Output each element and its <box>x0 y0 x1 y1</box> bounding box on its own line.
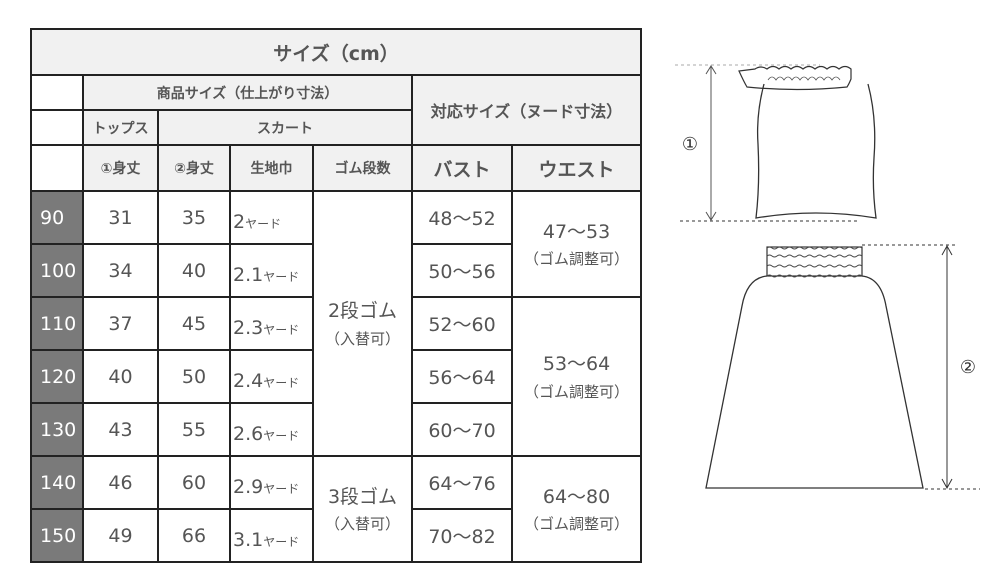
fabric-width-cell: 2ヤード <box>229 190 314 245</box>
bust-cell: 52〜60 <box>411 296 513 351</box>
rubber-group-cell: 2段ゴム （入替可） <box>312 190 413 457</box>
table-row: 110 37 45 2.3ヤード 52〜60 53〜64 （ゴム調整可） <box>30 296 643 457</box>
tops-length-cell: 43 <box>82 402 159 457</box>
waist-main: 64〜80 <box>542 485 611 508</box>
tops-length-cell: 31 <box>82 190 159 245</box>
waist-group-cell: 47〜53 （ゴム調整可） <box>510 190 643 298</box>
size-cell: 150 <box>30 508 84 563</box>
waist-main: 47〜53 <box>542 220 611 243</box>
skirt-length-cell: 60 <box>157 455 231 510</box>
skirt-length-cell: 40 <box>157 243 231 298</box>
bust-cell: 50〜56 <box>411 243 513 298</box>
table-row: 120 40 50 2.4ヤード 56〜64 <box>30 349 641 404</box>
fabric-number: 2 <box>233 210 246 233</box>
fabric-number: 2.1 <box>233 263 264 286</box>
fabric-unit: ヤード <box>263 534 300 549</box>
bust-cell: 70〜82 <box>411 508 513 563</box>
table-title: サイズ（cm） <box>29 28 643 76</box>
waist-header: ウエスト <box>510 144 643 192</box>
fabric-number: 2.6 <box>233 422 264 445</box>
nude-size-header: 対応サイズ（ヌード寸法） <box>410 74 643 146</box>
skirt-length-cell: 50 <box>157 349 231 404</box>
fabric-unit: ヤード <box>263 481 300 496</box>
size-cell: 140 <box>30 455 84 510</box>
table-row: 150 49 66 3.1ヤード 70〜82 <box>30 508 641 563</box>
fabric-width-cell: 2.1ヤード <box>229 243 314 298</box>
bust-cell: 60〜70 <box>411 402 513 457</box>
fabric-width-cell: 2.6ヤード <box>229 402 314 457</box>
tops-length-cell: 49 <box>82 508 159 563</box>
tops-length-cell: 40 <box>82 349 159 404</box>
size-cell: 130 <box>30 402 84 457</box>
skirt-length-cell: 55 <box>157 402 231 457</box>
tops-length-cell: 46 <box>82 455 159 510</box>
waist-group-cell: 53〜64 （ゴム調整可） <box>510 296 643 457</box>
tops-length-cell: 37 <box>82 296 159 351</box>
size-cell: 100 <box>30 243 84 298</box>
bust-cell: 48〜52 <box>411 190 513 245</box>
rubber-main: 2段ゴム <box>327 300 398 323</box>
rubber-sub: （入替可） <box>324 515 400 534</box>
fabric-width-cell: 3.1ヤード <box>229 508 314 563</box>
table-row: 140 46 60 2.9ヤード 3段ゴム （入替可） 64〜76 64〜80 … <box>30 455 643 563</box>
skirt-length-header: ②身丈 <box>157 144 231 192</box>
tops-length-label: ① <box>682 134 698 155</box>
fabric-width-header: 生地巾 <box>229 144 314 192</box>
bust-header: バスト <box>411 144 513 192</box>
tops-header: トップス <box>82 109 159 146</box>
fabric-unit: ヤード <box>263 322 300 337</box>
skirt-length-cell: 35 <box>157 190 231 245</box>
size-cell: 120 <box>30 349 84 404</box>
blank-cell <box>30 109 84 146</box>
fabric-unit: ヤード <box>263 428 300 443</box>
bust-cell: 56〜64 <box>411 349 513 404</box>
fabric-number: 2.9 <box>233 475 264 498</box>
fabric-width-cell: 2.3ヤード <box>229 296 314 351</box>
rubber-group-cell: 3段ゴム （入替可） <box>312 455 413 563</box>
fabric-width-cell: 2.4ヤード <box>229 349 314 404</box>
fabric-number: 3.1 <box>233 528 264 551</box>
rubber-rows-header: ゴム段数 <box>312 144 413 192</box>
waist-sub: （ゴム調整可） <box>524 382 630 401</box>
product-size-header: 商品サイズ（仕上がり寸法） <box>82 74 413 111</box>
bust-cell: 64〜76 <box>411 455 513 510</box>
blank-cell <box>30 74 84 111</box>
size-chart-table: サイズ（cm） 商品サイズ（仕上がり寸法） 対応サイズ（ヌード寸法） トップス … <box>29 28 643 563</box>
blank-cell <box>30 144 84 192</box>
skirt-length-label: ② <box>960 357 976 378</box>
tops-length-cell: 34 <box>82 243 159 298</box>
waist-group-cell: 64〜80 （ゴム調整可） <box>510 455 643 563</box>
fabric-number: 2.4 <box>233 369 264 392</box>
tops-illustration: ① <box>675 64 877 222</box>
tops-length-header: ①身丈 <box>82 144 159 192</box>
size-cell: 110 <box>30 296 84 351</box>
table-row: 90 31 35 2ヤード 2段ゴム （入替可） 48〜52 47〜53 （ゴム… <box>30 190 643 457</box>
table-row: 100 34 40 2.1ヤード 50〜56 <box>30 243 641 298</box>
skirt-illustration: ② <box>705 244 980 490</box>
skirt-length-cell: 66 <box>157 508 231 563</box>
waist-main: 53〜64 <box>542 353 611 376</box>
fabric-unit: ヤード <box>263 375 300 390</box>
rubber-sub: （入替可） <box>324 329 400 348</box>
fabric-number: 2.3 <box>233 316 264 339</box>
skirt-header: スカート <box>157 109 413 146</box>
waist-sub: （ゴム調整可） <box>524 250 630 269</box>
waist-sub: （ゴム調整可） <box>524 515 630 534</box>
fabric-unit: ヤード <box>245 216 282 231</box>
size-cell: 90 <box>30 190 84 245</box>
table-row: 130 43 55 2.6ヤード 60〜70 <box>30 402 641 457</box>
skirt-length-cell: 45 <box>157 296 231 351</box>
fabric-unit: ヤード <box>263 269 300 284</box>
fabric-width-cell: 2.9ヤード <box>229 455 314 510</box>
rubber-main: 3段ゴム <box>327 485 398 508</box>
